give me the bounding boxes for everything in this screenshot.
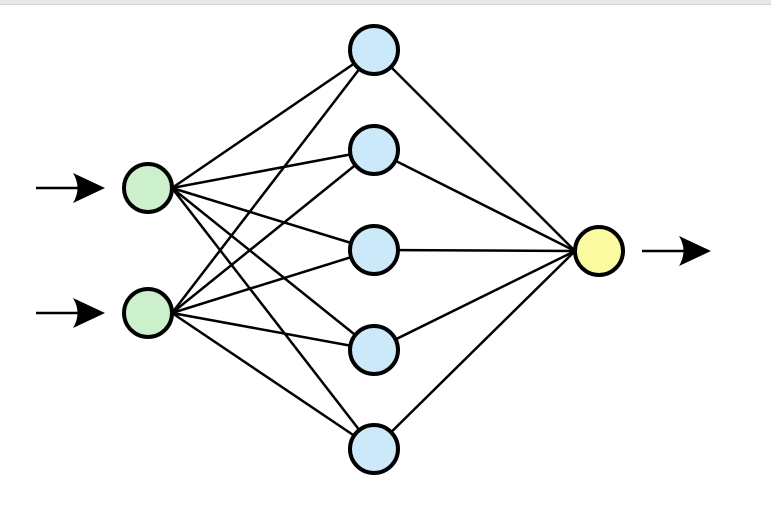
- hidden-2-node: [348, 124, 400, 176]
- input-2-node: [122, 287, 174, 339]
- top-window-strip: [0, 0, 771, 5]
- input-arrow-1-head: [73, 173, 105, 203]
- edge-hidden-5-to-output-1: [373, 250, 576, 450]
- input-1-node: [122, 162, 174, 214]
- output-arrow-head: [679, 236, 711, 266]
- edge-input-1-to-hidden-2: [171, 148, 375, 190]
- edge-input-1-to-hidden-3: [171, 186, 375, 252]
- edge-input-2-to-hidden-1: [171, 49, 375, 314]
- edge-input-2-to-hidden-3: [171, 248, 375, 315]
- edges-layer: [171, 48, 576, 451]
- edge-input-1-to-hidden-4: [171, 187, 375, 351]
- output-1-node: [573, 225, 625, 277]
- edge-input-2-to-hidden-5: [171, 311, 375, 451]
- arrows-layer: [36, 173, 711, 328]
- hidden-5-node: [348, 423, 400, 475]
- hidden-3-node: [348, 224, 400, 276]
- edge-hidden-3-to-output-1: [373, 248, 576, 253]
- edge-hidden-1-to-output-1: [373, 49, 576, 252]
- edge-hidden-4-to-output-1: [373, 249, 576, 352]
- edge-input-2-to-hidden-2: [171, 149, 375, 314]
- hidden-4-node: [348, 324, 400, 376]
- hidden-1-node: [348, 24, 400, 76]
- input-arrow-2-head: [73, 298, 105, 328]
- edge-hidden-2-to-output-1: [373, 148, 576, 253]
- edge-input-1-to-hidden-1: [171, 48, 375, 190]
- nodes-layer: [122, 24, 625, 475]
- edge-input-1-to-hidden-5: [171, 187, 375, 450]
- edge-input-2-to-hidden-4: [171, 311, 375, 352]
